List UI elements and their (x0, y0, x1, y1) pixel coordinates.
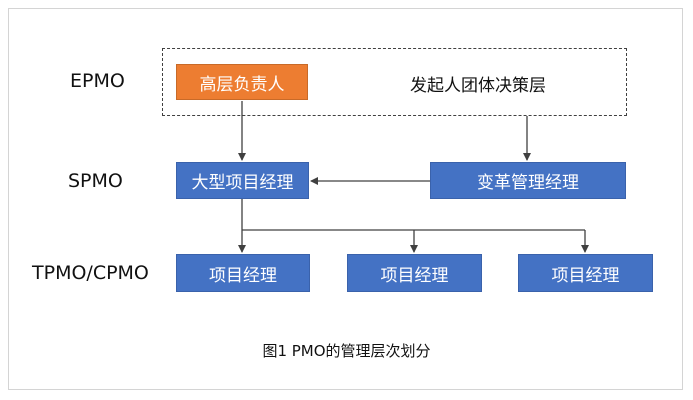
project-manager-box-2: 项目经理 (347, 254, 482, 292)
level-label-spmo: SPMO (68, 170, 123, 192)
sponsor-group-label: 发起人团体决策层 (410, 76, 546, 96)
level-label-tpmo-cpmo: TPMO/CPMO (32, 262, 149, 284)
change-manager-box: 变革管理经理 (430, 162, 626, 199)
diagram-frame (8, 8, 683, 390)
senior-lead-box: 高层负责人 (176, 64, 308, 100)
large-project-manager-box: 大型项目经理 (176, 162, 309, 199)
sponsor-group-boundary (162, 48, 627, 116)
figure-caption: 图1 PMO的管理层次划分 (262, 342, 431, 360)
level-label-epmo: EPMO (70, 70, 125, 92)
project-manager-box-3: 项目经理 (518, 254, 653, 292)
project-manager-box-1: 项目经理 (176, 254, 310, 292)
